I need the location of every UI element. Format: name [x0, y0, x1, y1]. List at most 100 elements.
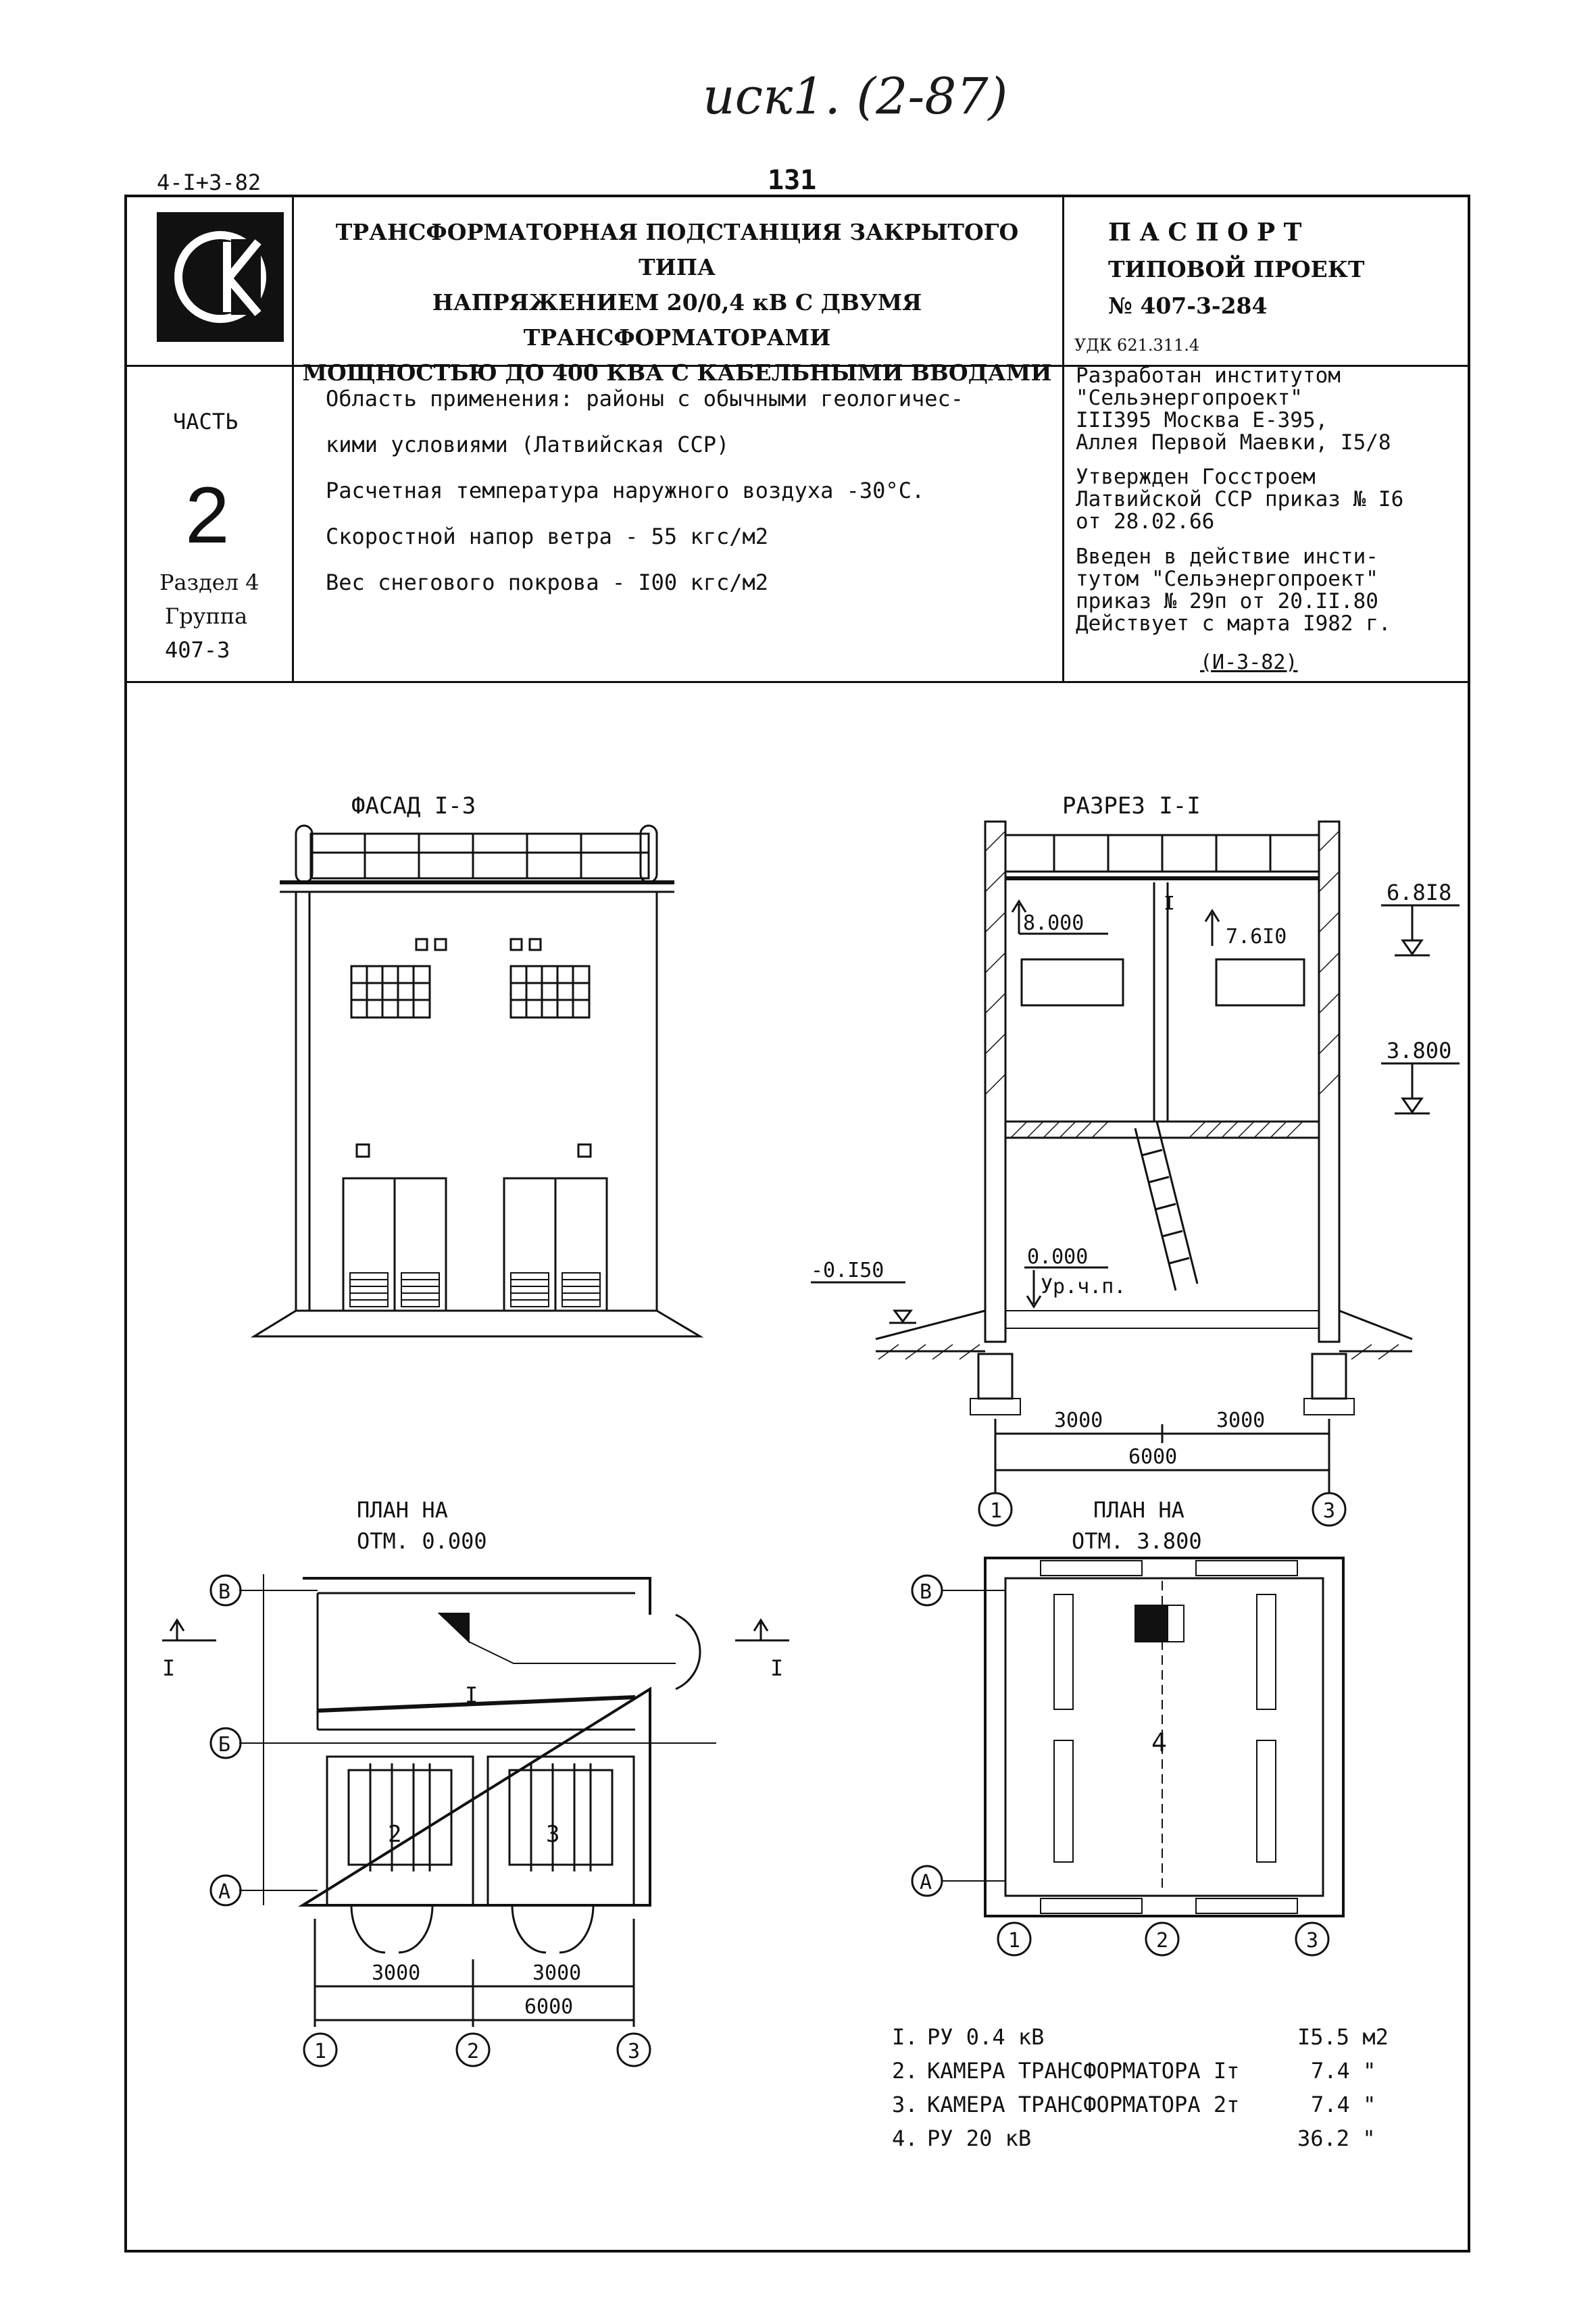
- approved-block: Утвержден Госстроем Латвийской ССР прика…: [1076, 466, 1454, 533]
- passport-heading: П А С П О Р Т: [1108, 218, 1302, 247]
- legend-name: РУ 0.4 кВ: [927, 2024, 1045, 2050]
- developer-line: Разработан институтом: [1076, 363, 1341, 388]
- divider: [124, 681, 1470, 683]
- floor-level-label: Ур.ч.п.: [1041, 1275, 1126, 1299]
- group-label: Группа: [165, 603, 248, 629]
- divider: [292, 195, 294, 681]
- plan1-axis-v: В: [218, 1580, 230, 1604]
- legend-no: 4.: [892, 2126, 918, 2151]
- page-frame: [124, 195, 1470, 2253]
- plan-0000-drawing: ПЛАН НА ОТМ. 0.000 I 2 3 В Б А: [162, 1497, 789, 2067]
- condition-line: Расчетная температура наружного воздуха …: [326, 478, 925, 503]
- plan2-axis-a: А: [920, 1871, 932, 1894]
- enacted-line: тутом "Сельэнергопроект": [1076, 567, 1378, 591]
- handwritten-note: иск1. (2-87): [703, 68, 1008, 126]
- enacted-line: приказ № 29п от 20.II.80: [1076, 589, 1378, 613]
- part-label: ЧАСТЬ: [173, 409, 239, 434]
- document-title: ТРАНСФОРМАТОРНАЯ ПОДСТАНЦИЯ ЗАКРЫТОГО ТИ…: [297, 215, 1057, 391]
- legend-row: 2. КАМЕРА ТРАНСФОРМАТОРА Iт 7.4 ": [892, 2054, 1432, 2088]
- group-number: 407-3: [165, 637, 230, 663]
- condition-line: Вес снегового покрова - I00 кгс/м2: [326, 570, 769, 595]
- plan2-title-line1: ПЛАН НА: [1093, 1497, 1184, 1523]
- legend-no: I.: [892, 2024, 918, 2050]
- plan1-axis-b: Б: [218, 1733, 230, 1757]
- plan2-axis-v: В: [920, 1580, 932, 1604]
- enacted-block: Введен в действие инсти- тутом "Сельэнер…: [1076, 546, 1454, 635]
- plan2-axis-3: 3: [1306, 1929, 1318, 1953]
- legend-no: 2.: [892, 2058, 918, 2084]
- developer-block: Разработан институтом "Сельэнергопроект"…: [1076, 365, 1454, 454]
- divider: [124, 365, 1470, 367]
- approved-line: Утвержден Госстроем: [1076, 465, 1316, 489]
- ck-logo-icon: [157, 212, 284, 342]
- legend-name: РУ 20 кВ: [927, 2126, 1032, 2151]
- plan2-axis-1: 1: [1008, 1929, 1020, 1953]
- title-line-3: МОЩНОСТЬЮ ДО 400 КВА С КАБЕЛЬНЫМИ ВВОДАМ…: [302, 359, 1052, 386]
- legend-name: КАМЕРА ТРАНСФОРМАТОРА 2т: [927, 2092, 1240, 2117]
- mark-minus-0150: -0.I50: [811, 1259, 884, 1282]
- section-dim-total: 6000: [1128, 1445, 1177, 1469]
- legend-no: 3.: [892, 2092, 918, 2117]
- plan1-dim-total: 6000: [524, 1995, 573, 2019]
- plan1-room-1: I: [465, 1682, 478, 1708]
- project-number: № 407-3-284: [1108, 293, 1268, 319]
- developer-line: III395 Москва Е-395,: [1076, 408, 1328, 432]
- udk-code: УДК 621.311.4: [1074, 336, 1200, 355]
- condition-line: Скоростной напор ветра - 55 кгс/м2: [326, 524, 769, 549]
- enacted-code: (И-3-82): [1200, 651, 1298, 674]
- facade-title: ФАСАД I-3: [351, 793, 476, 820]
- enacted-line: Введен в действие инсти-: [1076, 545, 1378, 569]
- title-line-2: НАПРЯЖЕНИЕМ 20/0,4 кВ С ДВУМЯ ТРАНСФОРМА…: [432, 289, 922, 351]
- plan1-axis-2: 2: [467, 2040, 479, 2063]
- plan2-axis-2: 2: [1156, 1929, 1168, 1953]
- legend-row: I. РУ 0.4 кВ I5.5 м2: [892, 2020, 1432, 2054]
- section-axis-1: 1: [990, 1499, 1002, 1523]
- section-label-i: I: [1164, 892, 1175, 914]
- legend-row: 4. РУ 20 кВ 36.2 ": [892, 2121, 1432, 2155]
- plan1-dim-2: 3000: [532, 1961, 581, 1985]
- legend-area: I5.5 м2: [1297, 2024, 1389, 2050]
- section-axis-3: 3: [1323, 1499, 1335, 1523]
- doc-code: 4-I+3-82: [157, 170, 261, 195]
- plan2-room-4: 4: [1151, 1728, 1167, 1757]
- logo: [157, 212, 284, 342]
- plan1-cut-left: I: [162, 1655, 175, 1681]
- section-label: Раздел 4: [159, 570, 259, 595]
- legend-name: КАМЕРА ТРАНСФОРМАТОРА Iт: [927, 2058, 1240, 2084]
- mark-0000: 0.000: [1027, 1245, 1088, 1269]
- plan1-dim-1: 3000: [372, 1961, 420, 1985]
- plan1-axis-a: А: [218, 1880, 230, 1904]
- developer-line: Аллея Первой Маевки, I5/8: [1076, 430, 1391, 455]
- condition-line: Область применения: районы с обычными ге…: [326, 386, 964, 411]
- room-legend: I. РУ 0.4 кВ I5.5 м2 2. КАМЕРА ТРАНСФОРМ…: [892, 2020, 1432, 2155]
- approved-line: Латвийской ССР приказ № I6: [1076, 487, 1404, 511]
- section-dim-2: 3000: [1216, 1409, 1265, 1432]
- legend-area: 7.4 ": [1311, 2092, 1376, 2117]
- section-drawing: РАЗРЕЗ I-I 8.000 7.6I0 I: [811, 793, 1460, 1527]
- conditions-block: Область применения: районы с обычными ге…: [326, 376, 964, 605]
- condition-line: кими условиями (Латвийская ССР): [326, 432, 730, 457]
- title-line-1: ТРАНСФОРМАТОРНАЯ ПОДСТАНЦИЯ ЗАКРЫТОГО ТИ…: [335, 219, 1019, 280]
- plan1-title-line2: ОТМ. 0.000: [357, 1528, 487, 1554]
- section-dim-1: 3000: [1054, 1409, 1103, 1432]
- legend-area: 7.4 ": [1311, 2058, 1376, 2084]
- plan1-room-3: 3: [546, 1821, 559, 1848]
- mark-3800: 3.800: [1387, 1038, 1451, 1063]
- plan1-room-2: 2: [388, 1821, 401, 1848]
- divider: [1062, 195, 1064, 681]
- plan-3800-drawing: ПЛАН НА ОТМ. 3.800 4 В А 1 2 3: [911, 1497, 1345, 1957]
- part-number: 2: [185, 471, 230, 560]
- developer-line: "Сельэнергопроект": [1076, 386, 1303, 410]
- plan1-axis-1: 1: [314, 2040, 326, 2063]
- mark-7610: 7.6I0: [1226, 925, 1287, 949]
- section-title: РАЗРЕЗ I-I: [1062, 793, 1201, 820]
- legend-area: 36.2 ": [1297, 2126, 1376, 2151]
- approved-line: от 28.02.66: [1076, 509, 1215, 534]
- enacted-line: Действует с марта I982 г.: [1076, 611, 1391, 636]
- plan2-title-line2: ОТМ. 3.800: [1072, 1528, 1202, 1554]
- mark-8000: 8.000: [1023, 911, 1084, 935]
- plan1-axis-3: 3: [628, 2040, 640, 2063]
- legend-row: 3. КАМЕРА ТРАНСФОРМАТОРА 2т 7.4 ": [892, 2088, 1432, 2121]
- passport-subheading: ТИПОВОЙ ПРОЕКТ: [1108, 256, 1365, 282]
